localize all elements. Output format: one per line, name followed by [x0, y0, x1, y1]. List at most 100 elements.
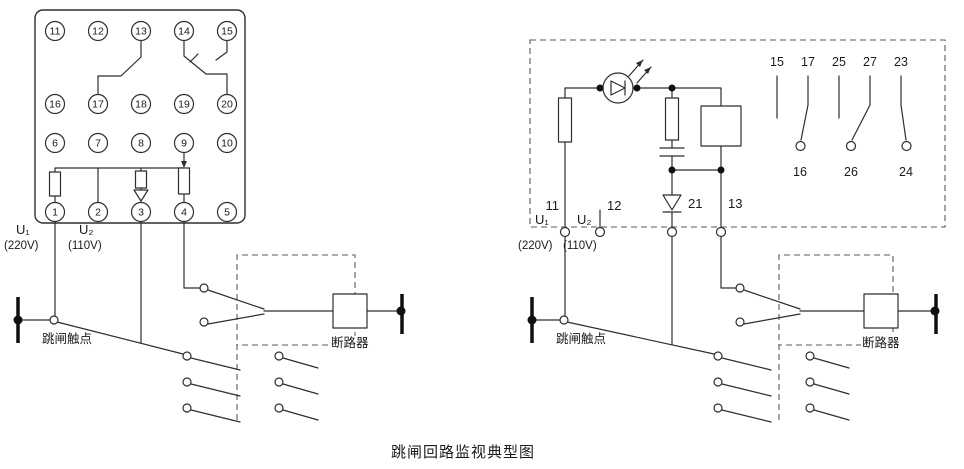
terminal-ring — [130, 132, 152, 154]
terminal-ring — [87, 20, 109, 42]
breaker-coil — [332, 293, 368, 329]
trip-contact-terminal — [49, 315, 59, 325]
resistor-r2 — [664, 97, 680, 141]
junction-dot — [527, 315, 537, 325]
terminal-13: 13 — [130, 20, 152, 42]
circuit-wiring — [17, 220, 399, 355]
terminal-point-11 — [559, 226, 571, 238]
aux-switch-blades — [721, 357, 850, 423]
terminal-ring — [216, 201, 238, 223]
terminal-point-13 — [715, 226, 727, 238]
terminal-number: 6 — [52, 138, 58, 150]
u2-voltage: (110V) — [563, 240, 597, 252]
caption: 跳闸回路监视典型图 — [391, 444, 535, 461]
supervision-module: 21 13 11 12 U₁ (220V) U₂ (110V) 15 17 — [518, 39, 946, 252]
aux-switch-blades — [190, 357, 319, 423]
aux-contact-terminal — [199, 317, 209, 327]
aux-terminal — [182, 351, 192, 361]
internal-contacts — [97, 39, 228, 96]
junction-dot — [596, 84, 604, 92]
led-triangle — [610, 80, 626, 96]
terminal-number: 12 — [92, 26, 104, 38]
right-diagram: 21 13 11 12 U₁ (220V) U₂ (110V) 15 17 — [518, 39, 946, 423]
terminal-15: 15 — [216, 20, 238, 42]
u1-voltage: (220V) — [4, 240, 39, 252]
terminal-8: 8 — [130, 132, 152, 154]
contact-blades — [800, 75, 907, 141]
contact-terminal-24: 24 — [899, 165, 913, 179]
terminal-2: 2 — [87, 201, 109, 223]
terminal-number: 2 — [95, 207, 101, 219]
trip-contact-label: 跳闸触点 — [556, 332, 606, 346]
terminal-11-label: 11 — [546, 198, 560, 213]
terminal-number: 14 — [178, 26, 190, 38]
terminal-ring — [44, 93, 66, 115]
diode-triangle — [662, 194, 682, 211]
terminal-number: 7 — [95, 138, 101, 150]
right-lower-circuit: 跳闸触点 断路器 — [527, 235, 940, 423]
output-contacts: 15 17 25 27 23 16 26 24 — [770, 55, 913, 179]
left-terminal-box: 11 12 13 14 15 16 17 18 19 20 6 7 8 9 10… — [34, 9, 246, 224]
terminal-12-label: 12 — [607, 198, 621, 213]
terminal-11: 11 — [44, 20, 66, 42]
terminal-number: 9 — [181, 138, 187, 150]
contact-point-24 — [901, 140, 912, 152]
u1-voltage: (220V) — [518, 240, 553, 252]
circuit-wiring — [531, 235, 933, 355]
terminal-point-diode — [666, 226, 678, 238]
aux-terminal — [713, 403, 723, 413]
terminal-16: 16 — [44, 93, 66, 115]
breaker-label: 断路器 — [331, 335, 369, 350]
aux-terminal — [274, 403, 284, 413]
contact-terminal-23: 23 — [894, 55, 908, 69]
left-lower-circuit: U₁ (220V) U₂ (110V) 跳闸触点 断路器 — [4, 220, 406, 423]
terminal-ring — [173, 93, 195, 115]
diode-21 — [662, 194, 682, 213]
resistor-col3 — [134, 170, 148, 189]
resistor-r1 — [557, 97, 573, 143]
contact-point-16 — [795, 140, 806, 152]
terminal-ring — [130, 93, 152, 115]
terminal-number: 20 — [221, 99, 233, 111]
terminal-10: 10 — [216, 132, 238, 154]
terminal-9: 9 — [173, 132, 195, 154]
aux-terminal — [182, 403, 192, 413]
terminal-1: 1 — [44, 201, 66, 223]
arrow-head-icon — [181, 161, 187, 168]
u2-label: U₂ — [79, 222, 93, 237]
u2-voltage: (110V) — [68, 240, 102, 252]
terminal-number: 1 — [52, 207, 58, 219]
terminal-5: 5 — [216, 201, 238, 223]
terminal-ring — [173, 20, 195, 42]
aux-terminal — [805, 351, 815, 361]
breaker-coil — [863, 293, 899, 329]
terminal-number: 16 — [49, 99, 61, 111]
terminal-13-label: 13 — [728, 196, 742, 211]
left-diagram: 11 12 13 14 15 16 17 18 19 20 6 7 8 9 10… — [4, 9, 406, 423]
diode-number: 21 — [688, 196, 702, 211]
aux-terminal — [713, 377, 723, 387]
contact-terminal-25: 25 — [832, 55, 846, 69]
aux-terminal — [274, 351, 284, 361]
terminal-7: 7 — [87, 132, 109, 154]
junction-dot — [668, 166, 676, 174]
led-arrowheads-icon — [636, 60, 651, 74]
trip-contact-label: 跳闸触点 — [42, 332, 92, 346]
terminal-18: 18 — [130, 93, 152, 115]
terminal-grid: 11 12 13 14 15 16 17 18 19 20 6 7 8 9 10… — [44, 20, 238, 223]
terminal-17: 17 — [87, 93, 109, 115]
aux-switch-rows — [713, 351, 850, 423]
contact-terminal-16: 16 — [793, 165, 807, 179]
module-boundary-dashed — [529, 39, 946, 228]
terminal-20: 20 — [216, 93, 238, 115]
contact-terminal-17: 17 — [801, 55, 815, 69]
aux-contact-terminal — [735, 283, 745, 293]
terminal-ring — [173, 132, 195, 154]
terminal-number: 5 — [224, 207, 230, 219]
terminal-ring — [87, 201, 109, 223]
terminal-number: 13 — [135, 26, 147, 38]
junction-dot — [717, 166, 725, 174]
terminal-number: 18 — [135, 99, 147, 111]
junction-dot — [668, 84, 676, 92]
